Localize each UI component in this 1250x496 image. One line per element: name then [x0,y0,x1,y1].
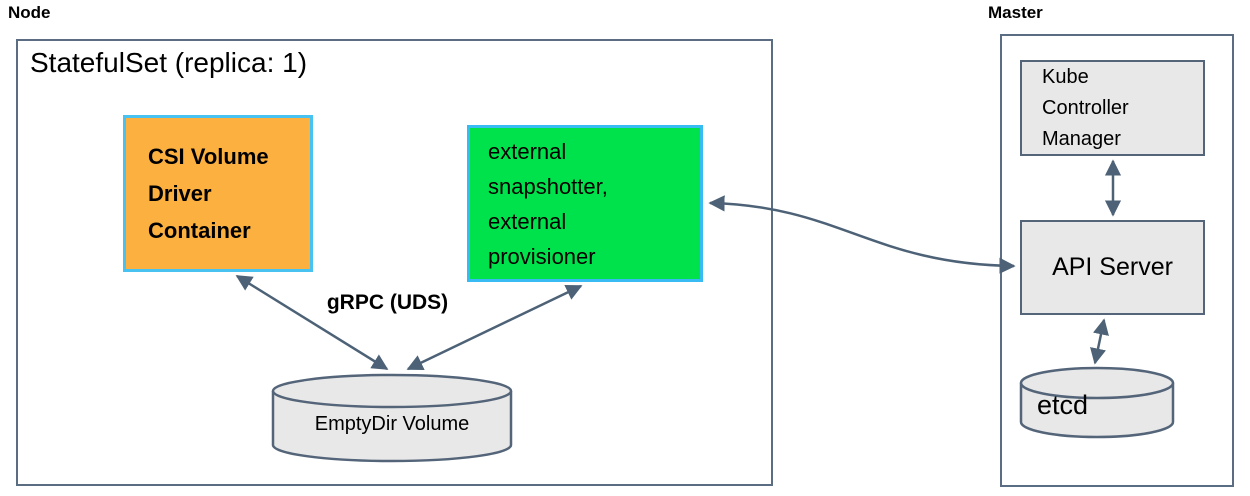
csi-volume-driver-container-label: CSI Volume Driver Container [148,144,269,243]
external-sidecars-box: external snapshotter, external provision… [467,125,703,282]
api-server-label: API Server [1052,253,1173,281]
etcd-label: etcd [1037,390,1089,420]
csi-volume-driver-container-box: CSI Volume Driver Container [123,115,313,272]
master-section-label: Master [988,3,1043,22]
node-boundary-box: StatefulSet (replica: 1) [16,39,773,486]
kube-controller-manager-label: Kube Controller Manager [1042,65,1129,150]
grpc-uds-label: gRPC (UDS) [326,291,449,314]
emptydir-volume-label: EmptyDir Volume [314,413,470,435]
statefulset-label: StatefulSet (replica: 1) [30,47,308,78]
external-sidecars-label: external snapshotter, external provision… [488,138,608,269]
kube-controller-manager-box: Kube Controller Manager [1020,60,1205,156]
api-server-box: API Server [1020,220,1205,315]
node-section-label: Node [8,3,51,22]
